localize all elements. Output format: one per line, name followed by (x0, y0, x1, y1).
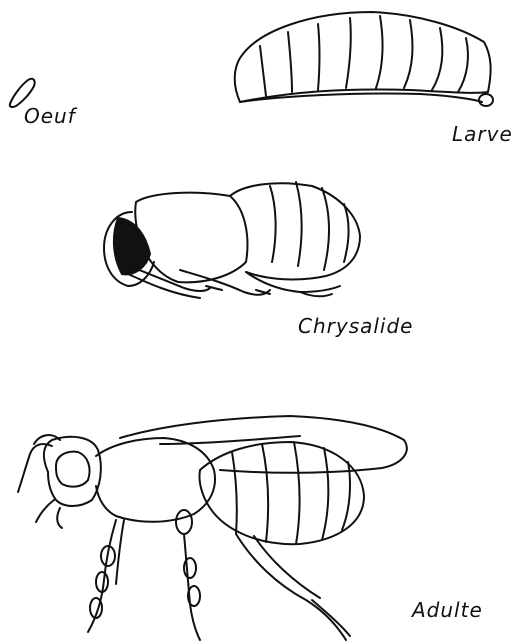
larva-label: Larve (452, 122, 513, 146)
pupa-drawing (104, 182, 360, 298)
adult-drawing (18, 416, 407, 640)
pupa-label: Chrysalide (298, 314, 414, 338)
egg-drawing (10, 79, 35, 107)
adult-label: Adulte (412, 598, 483, 622)
egg-label: Oeuf (24, 104, 76, 128)
larva-drawing (235, 12, 493, 106)
